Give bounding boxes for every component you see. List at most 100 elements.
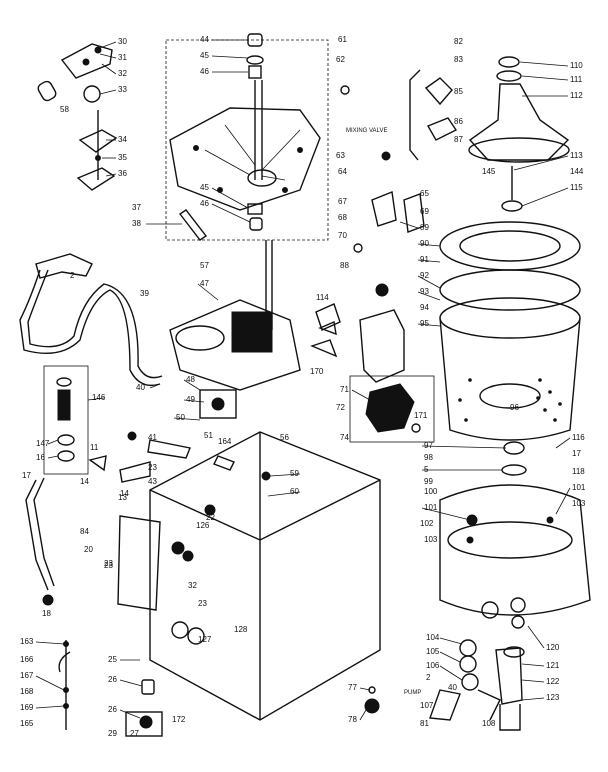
mixing-valve-group [353,69,458,297]
callout-label: 147 [36,439,50,448]
callout-label: 43 [148,477,157,486]
callout-label: 17 [572,449,581,458]
callout-label: 172 [172,715,186,724]
callout-label: 40 [448,683,457,692]
callout-label: 114 [316,293,329,302]
callout-label: 59 [290,469,299,478]
callout-label: 104 [426,633,440,642]
callout-label: MIXING VALVE [346,128,387,134]
callout-label: 56 [280,433,289,442]
callout-label: 145 [482,167,496,176]
callout-label: 103 [424,535,438,544]
callout-label: 103 [572,499,586,508]
callout-label: 39 [140,289,149,298]
leader-lines [35,39,571,721]
callout-label: 27 [130,729,139,738]
callout-label: 51 [204,431,213,440]
callout-label: 167 [20,671,34,680]
callout-label: 32 [188,581,197,590]
callout-label: 48 [186,375,195,384]
callout-label: 50 [176,413,185,422]
callout-label: 118 [572,467,585,476]
callout-label: 65 [420,189,429,198]
callout-label: 91 [420,255,429,264]
callout-label: 20 [84,545,93,554]
callout-label: 18 [42,609,51,618]
callout-label: 14 [80,477,89,486]
callout-label: 11 [90,443,99,452]
callout-label: 78 [348,715,357,724]
cabinet-group [117,431,381,721]
callout-label: 77 [348,683,357,692]
callout-label: 74 [340,433,349,442]
callout-label: PUMP [404,690,421,696]
callout-label: 84 [80,527,89,536]
callout-label: 110 [570,61,583,70]
callout-label: 32 [118,69,127,78]
callout-label: 49 [186,395,195,404]
callout-label: 90 [420,239,429,248]
callout-label: 69 [420,207,429,216]
callout-label: 23 [104,559,113,568]
callout-label: 57 [200,261,209,270]
callout-label: 62 [336,55,345,64]
callout-label: 112 [570,91,583,100]
callout-labels: 30 31 32 33 58 34 35 36 44 45 46 61 62 4… [20,35,586,738]
callout-label: 31 [118,53,127,62]
callout-label: 126 [196,521,210,530]
callout-label: 5 [424,465,429,474]
callout-label: 100 [424,487,438,496]
callout-label: 63 [336,151,345,160]
callout-label: 70 [338,231,347,240]
callout-label: 2 [70,271,75,280]
agitator-group [468,56,570,212]
callout-label: 36 [118,169,127,178]
callout-label: 99 [424,477,433,486]
callout-label: 22 [206,513,215,522]
motor-group [349,309,435,443]
callout-label: 105 [426,647,440,656]
callout-label: 38 [132,219,141,228]
gearcase-group [169,240,341,419]
callout-label: 164 [218,437,232,446]
callout-label: 113 [570,151,583,160]
callout-label: 122 [546,677,560,686]
leg-group [125,679,380,737]
callout-label: 170 [310,367,324,376]
callout-label: 26 [108,705,117,714]
callout-label: 25 [108,655,117,664]
callout-label: 64 [338,167,347,176]
callout-label: 81 [420,719,429,728]
callout-label: 41 [148,433,157,442]
callout-label: 82 [454,37,463,46]
callout-label: 33 [118,85,127,94]
callout-label: 35 [118,153,127,162]
callout-label: 58 [60,105,69,114]
callout-label: 89 [420,223,429,232]
callout-label: 29 [108,729,117,738]
callout-label: 68 [338,213,347,222]
callout-label: 67 [338,197,347,206]
callout-label: 34 [118,135,127,144]
pump-group [429,639,525,731]
callout-label: 163 [20,637,34,646]
callout-label: 60 [290,487,299,496]
callout-label: 171 [414,411,428,420]
callout-label: 146 [92,393,106,402]
callout-label: 111 [570,75,583,84]
callout-label: 92 [420,271,429,280]
callout-label: 46 [200,199,209,208]
callout-label: 88 [340,261,349,270]
callout-label: 14 [120,489,129,498]
callout-label: 128 [234,625,248,634]
callout-label: 102 [420,519,434,528]
callout-label: 127 [198,635,212,644]
callout-label: 169 [20,703,34,712]
callout-label: 101 [424,503,438,512]
callout-label: 45 [200,183,209,192]
callout-label: 123 [546,693,560,702]
callout-label: 165 [20,719,34,728]
callout-label: 30 [118,37,127,46]
callout-label: 71 [340,385,349,394]
callout-label: 44 [200,35,209,44]
